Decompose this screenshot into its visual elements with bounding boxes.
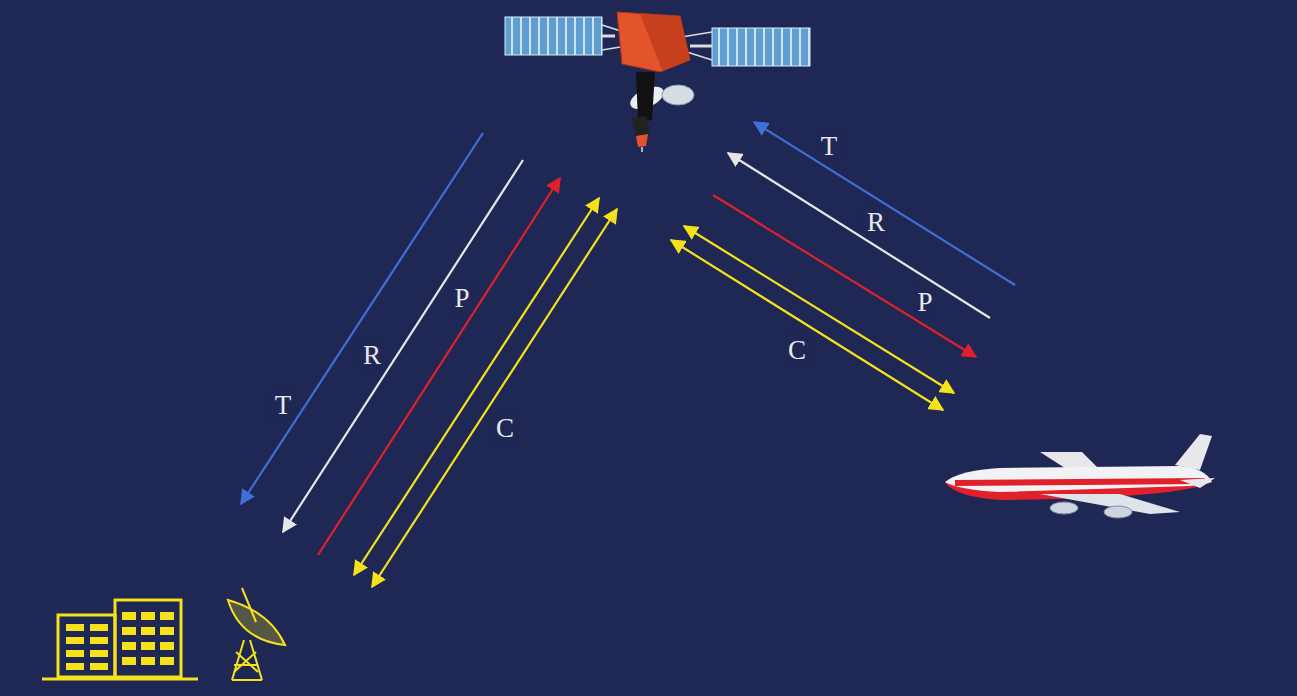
window-mark	[160, 657, 174, 665]
window-mark	[141, 627, 155, 635]
c-arrow	[671, 240, 943, 410]
ground-dish-antenna-part	[242, 588, 256, 622]
window-mark	[90, 624, 108, 631]
window-mark	[160, 642, 174, 650]
ground-building	[42, 600, 198, 679]
airplane-figure-part	[1104, 506, 1132, 518]
t-arrow	[241, 133, 483, 504]
window-mark	[160, 612, 174, 620]
window-mark	[90, 650, 108, 657]
signal-label: P	[914, 288, 935, 317]
ground-dish-antenna-part	[236, 652, 258, 672]
satellite-figure-part	[712, 28, 810, 66]
window-mark	[122, 642, 136, 650]
satellite-figure-part	[690, 45, 712, 48]
signal-label: C	[785, 336, 809, 365]
ground-dish-antenna-part	[232, 679, 262, 681]
c-arrow	[684, 226, 954, 393]
airplane-figure-part	[1175, 434, 1212, 470]
signal-label: R	[864, 208, 888, 237]
airplane-figure-part	[1050, 502, 1078, 514]
satellite-figure-part	[602, 35, 615, 38]
ground-dish-antenna	[228, 588, 285, 680]
aircraft-link-arrows	[671, 122, 1015, 410]
satellite-figure-part	[640, 14, 690, 70]
p-arrow	[713, 195, 976, 357]
window-mark	[141, 612, 155, 620]
ground-dish-antenna-part	[234, 664, 258, 666]
signal-label: T	[818, 132, 841, 161]
ground-dish-antenna-part	[232, 640, 244, 680]
ground-building-part	[42, 678, 198, 681]
building-windows	[66, 612, 174, 670]
r-arrow	[728, 153, 990, 318]
window-mark	[141, 642, 155, 650]
satellite-figure-part	[505, 17, 602, 55]
window-mark	[122, 657, 136, 665]
p-arrow	[318, 178, 560, 555]
signal-label: C	[493, 414, 517, 443]
window-mark	[66, 650, 84, 657]
airplane-figure	[945, 434, 1215, 518]
ground-dish-antenna-part	[234, 652, 256, 672]
window-mark	[141, 657, 155, 665]
airplane-figure-part	[1180, 478, 1215, 488]
satellite-figure-part	[636, 72, 655, 122]
ground-building-part	[58, 615, 115, 677]
ground-link-arrows	[241, 133, 617, 587]
signal-label: T	[272, 391, 295, 420]
satellite-figure-part	[641, 147, 643, 152]
ground-dish-antenna-part	[228, 600, 285, 645]
satellite-figure-part	[636, 134, 648, 147]
window-mark	[122, 627, 136, 635]
r-arrow	[283, 160, 523, 532]
t-arrow	[754, 122, 1015, 285]
window-mark	[160, 627, 174, 635]
window-mark	[90, 663, 108, 670]
airplane-figure-part	[955, 478, 1205, 486]
window-mark	[66, 624, 84, 631]
ground-dish-antenna-part	[250, 640, 262, 680]
window-mark	[90, 637, 108, 644]
window-mark	[66, 663, 84, 670]
ground-building-part	[115, 600, 181, 677]
satellite-figure	[505, 12, 810, 152]
window-mark	[122, 612, 136, 620]
signal-label: P	[451, 284, 472, 313]
window-mark	[66, 637, 84, 644]
c-arrow	[354, 198, 599, 575]
satellite-figure-part	[617, 12, 690, 72]
satellite-figure-part	[662, 85, 694, 105]
signal-label: R	[360, 341, 384, 370]
c-arrow	[372, 209, 617, 587]
